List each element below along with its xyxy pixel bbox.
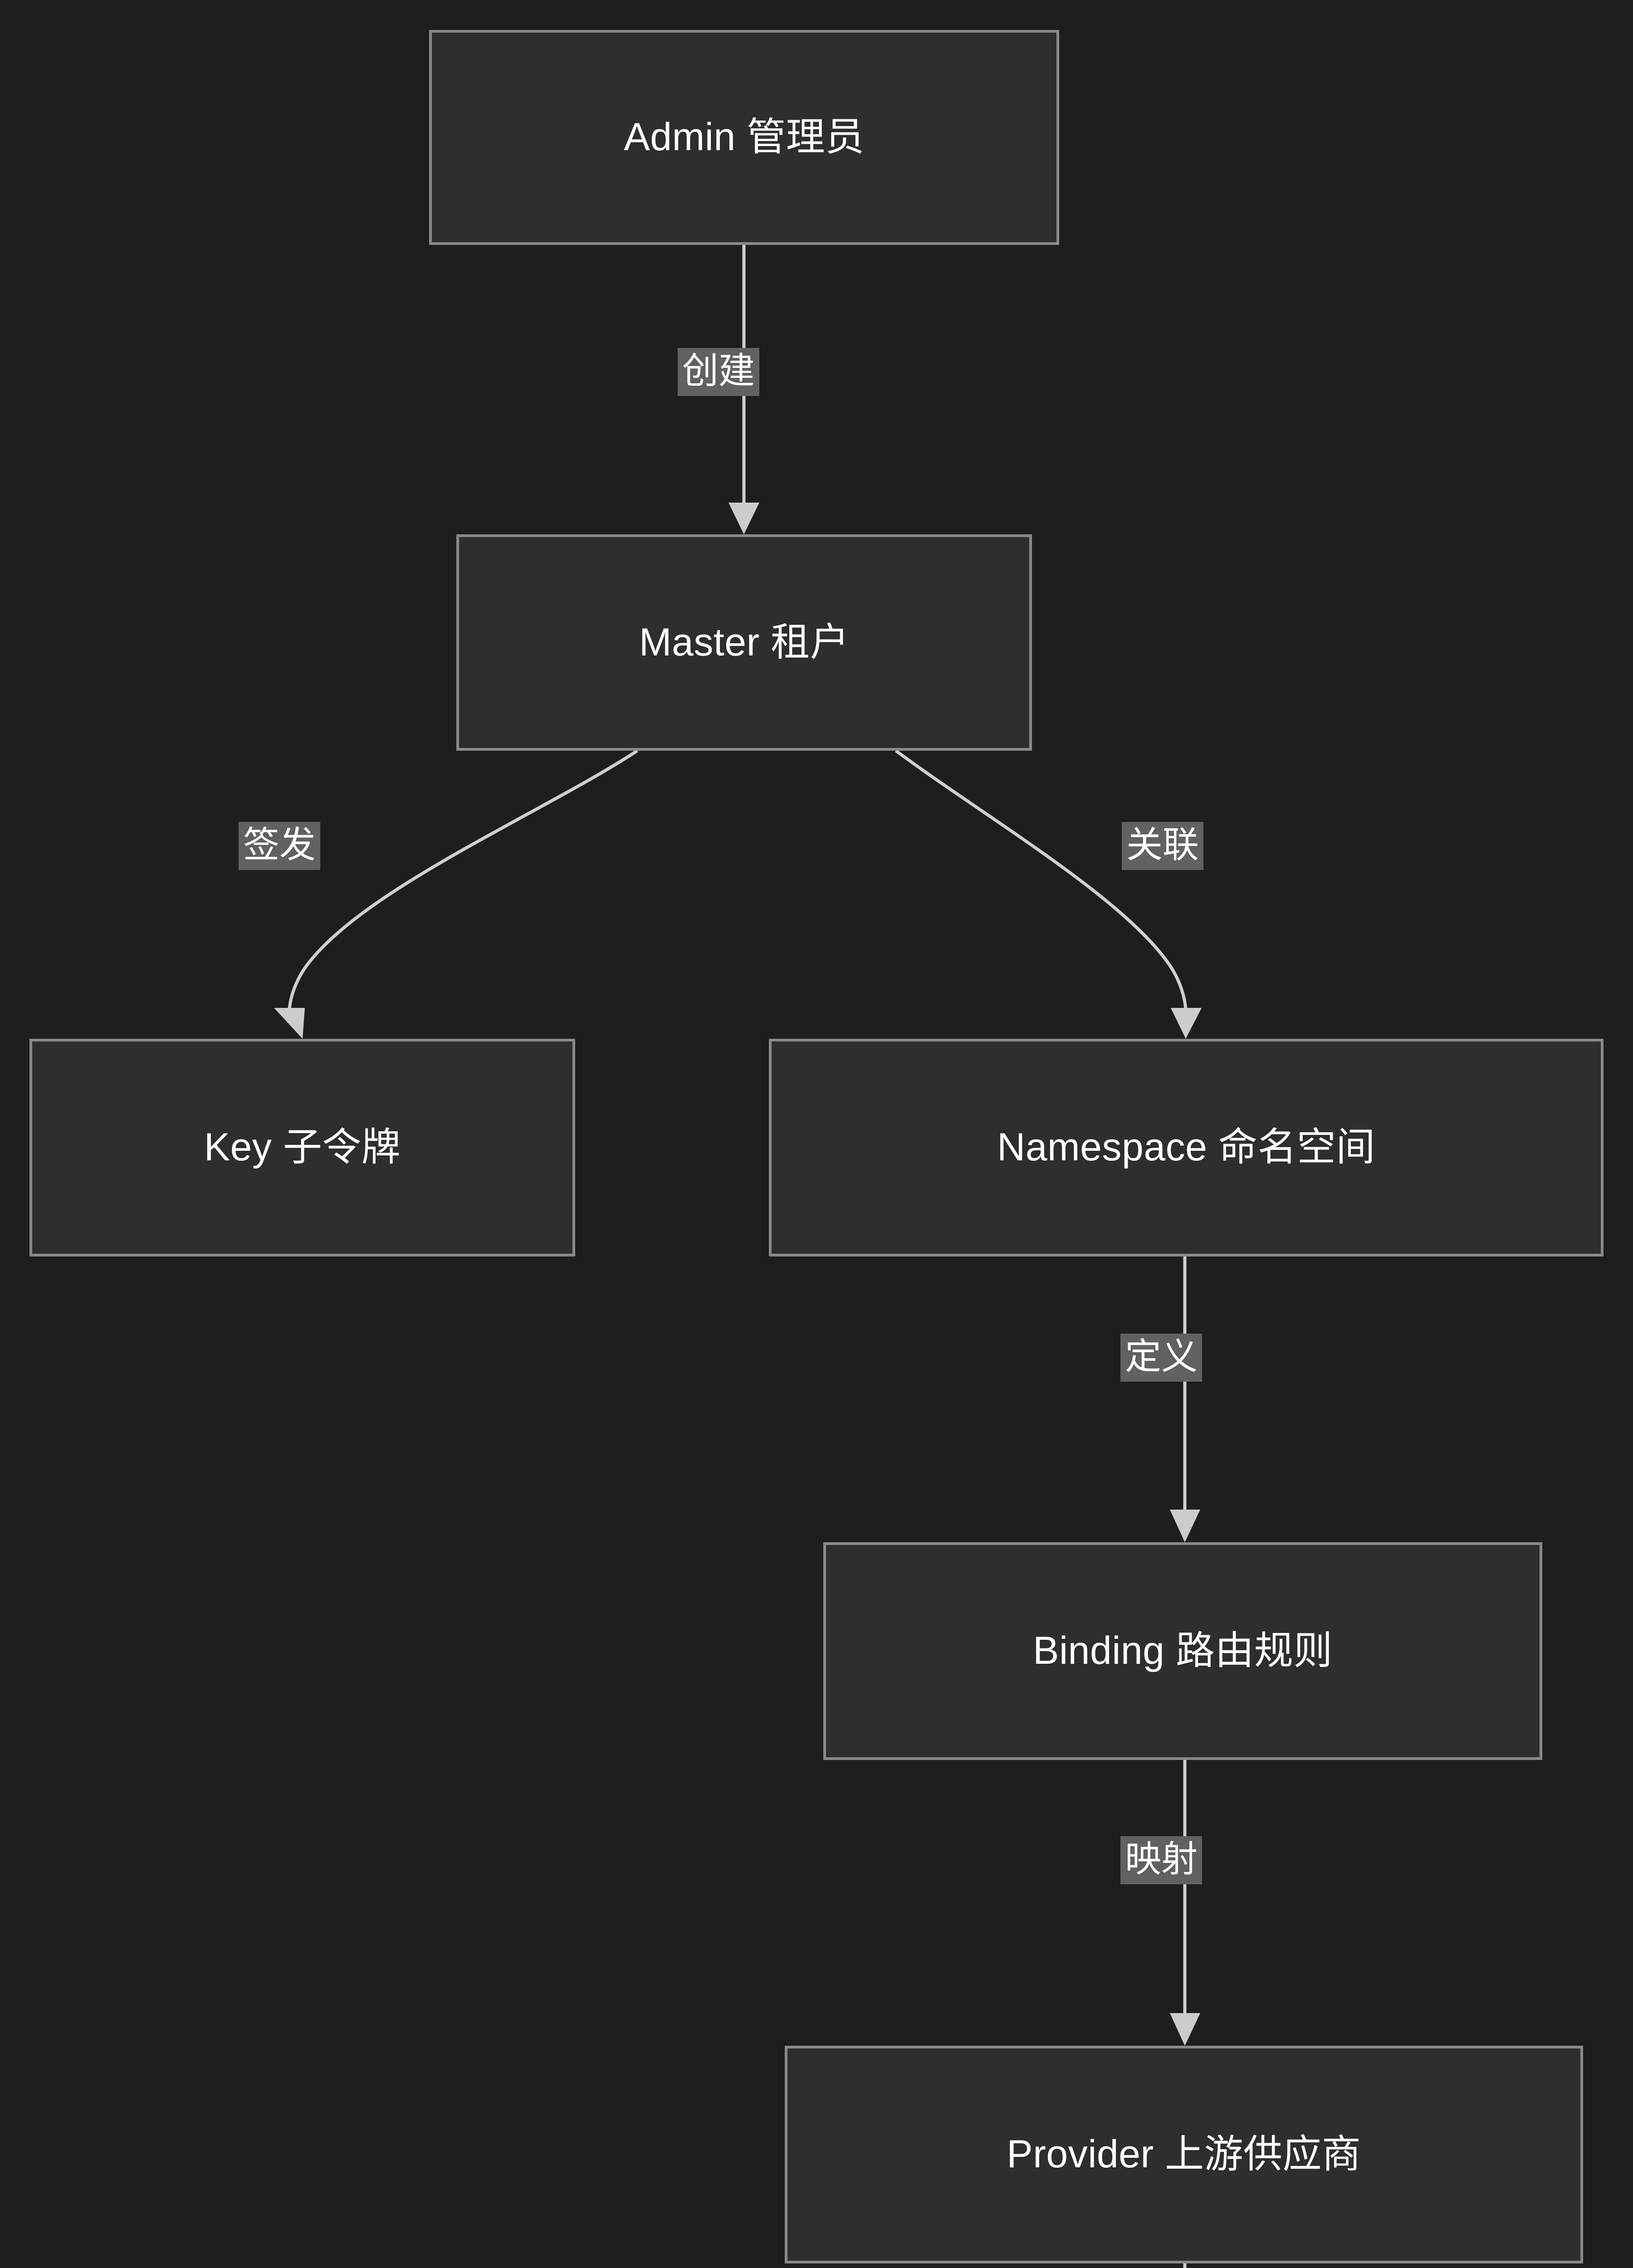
edge-label-map: 映射 <box>1120 1836 1202 1884</box>
edge-label-associate: 关联 <box>1122 822 1203 870</box>
node-binding[interactable]: Binding 路由规则 <box>823 1542 1542 1760</box>
node-namespace-label: Namespace 命名空间 <box>997 1125 1375 1169</box>
node-binding-label: Binding 路由规则 <box>1033 1629 1333 1673</box>
edge-master-to-key-arrowhead <box>274 1008 305 1039</box>
node-admin-label: Admin 管理员 <box>624 115 865 159</box>
edge-master-to-namespace-arrowhead <box>1171 1008 1202 1039</box>
edge-label-create: 创建 <box>678 348 759 396</box>
node-provider-label: Provider 上游供应商 <box>1007 2132 1361 2176</box>
edge-master-to-key-line <box>288 749 638 1010</box>
node-master[interactable]: Master 租户 <box>456 534 1032 751</box>
node-key[interactable]: Key 子令牌 <box>29 1039 575 1256</box>
edge-label-define: 定义 <box>1120 1334 1202 1382</box>
node-admin[interactable]: Admin 管理员 <box>429 30 1059 245</box>
edge-namespace-to-binding-arrowhead <box>1170 1510 1200 1542</box>
node-namespace[interactable]: Namespace 命名空间 <box>769 1039 1604 1256</box>
edge-master-to-namespace-line <box>895 749 1188 1010</box>
edge-label-issue: 签发 <box>239 822 320 870</box>
node-master-label: Master 租户 <box>639 620 850 664</box>
edge-label-associate-text: 关联 <box>1126 825 1199 865</box>
edge-label-create-text: 创建 <box>682 351 755 391</box>
edge-binding-to-provider-arrowhead <box>1170 2013 1200 2046</box>
edge-admin-to-master-arrowhead <box>728 503 759 534</box>
edge-label-issue-text: 签发 <box>243 825 316 865</box>
node-key-label: Key 子令牌 <box>204 1125 401 1169</box>
edge-label-define-text: 定义 <box>1125 1336 1198 1377</box>
edge-label-map-text: 映射 <box>1125 1839 1198 1879</box>
node-provider[interactable]: Provider 上游供应商 <box>785 2046 1583 2263</box>
